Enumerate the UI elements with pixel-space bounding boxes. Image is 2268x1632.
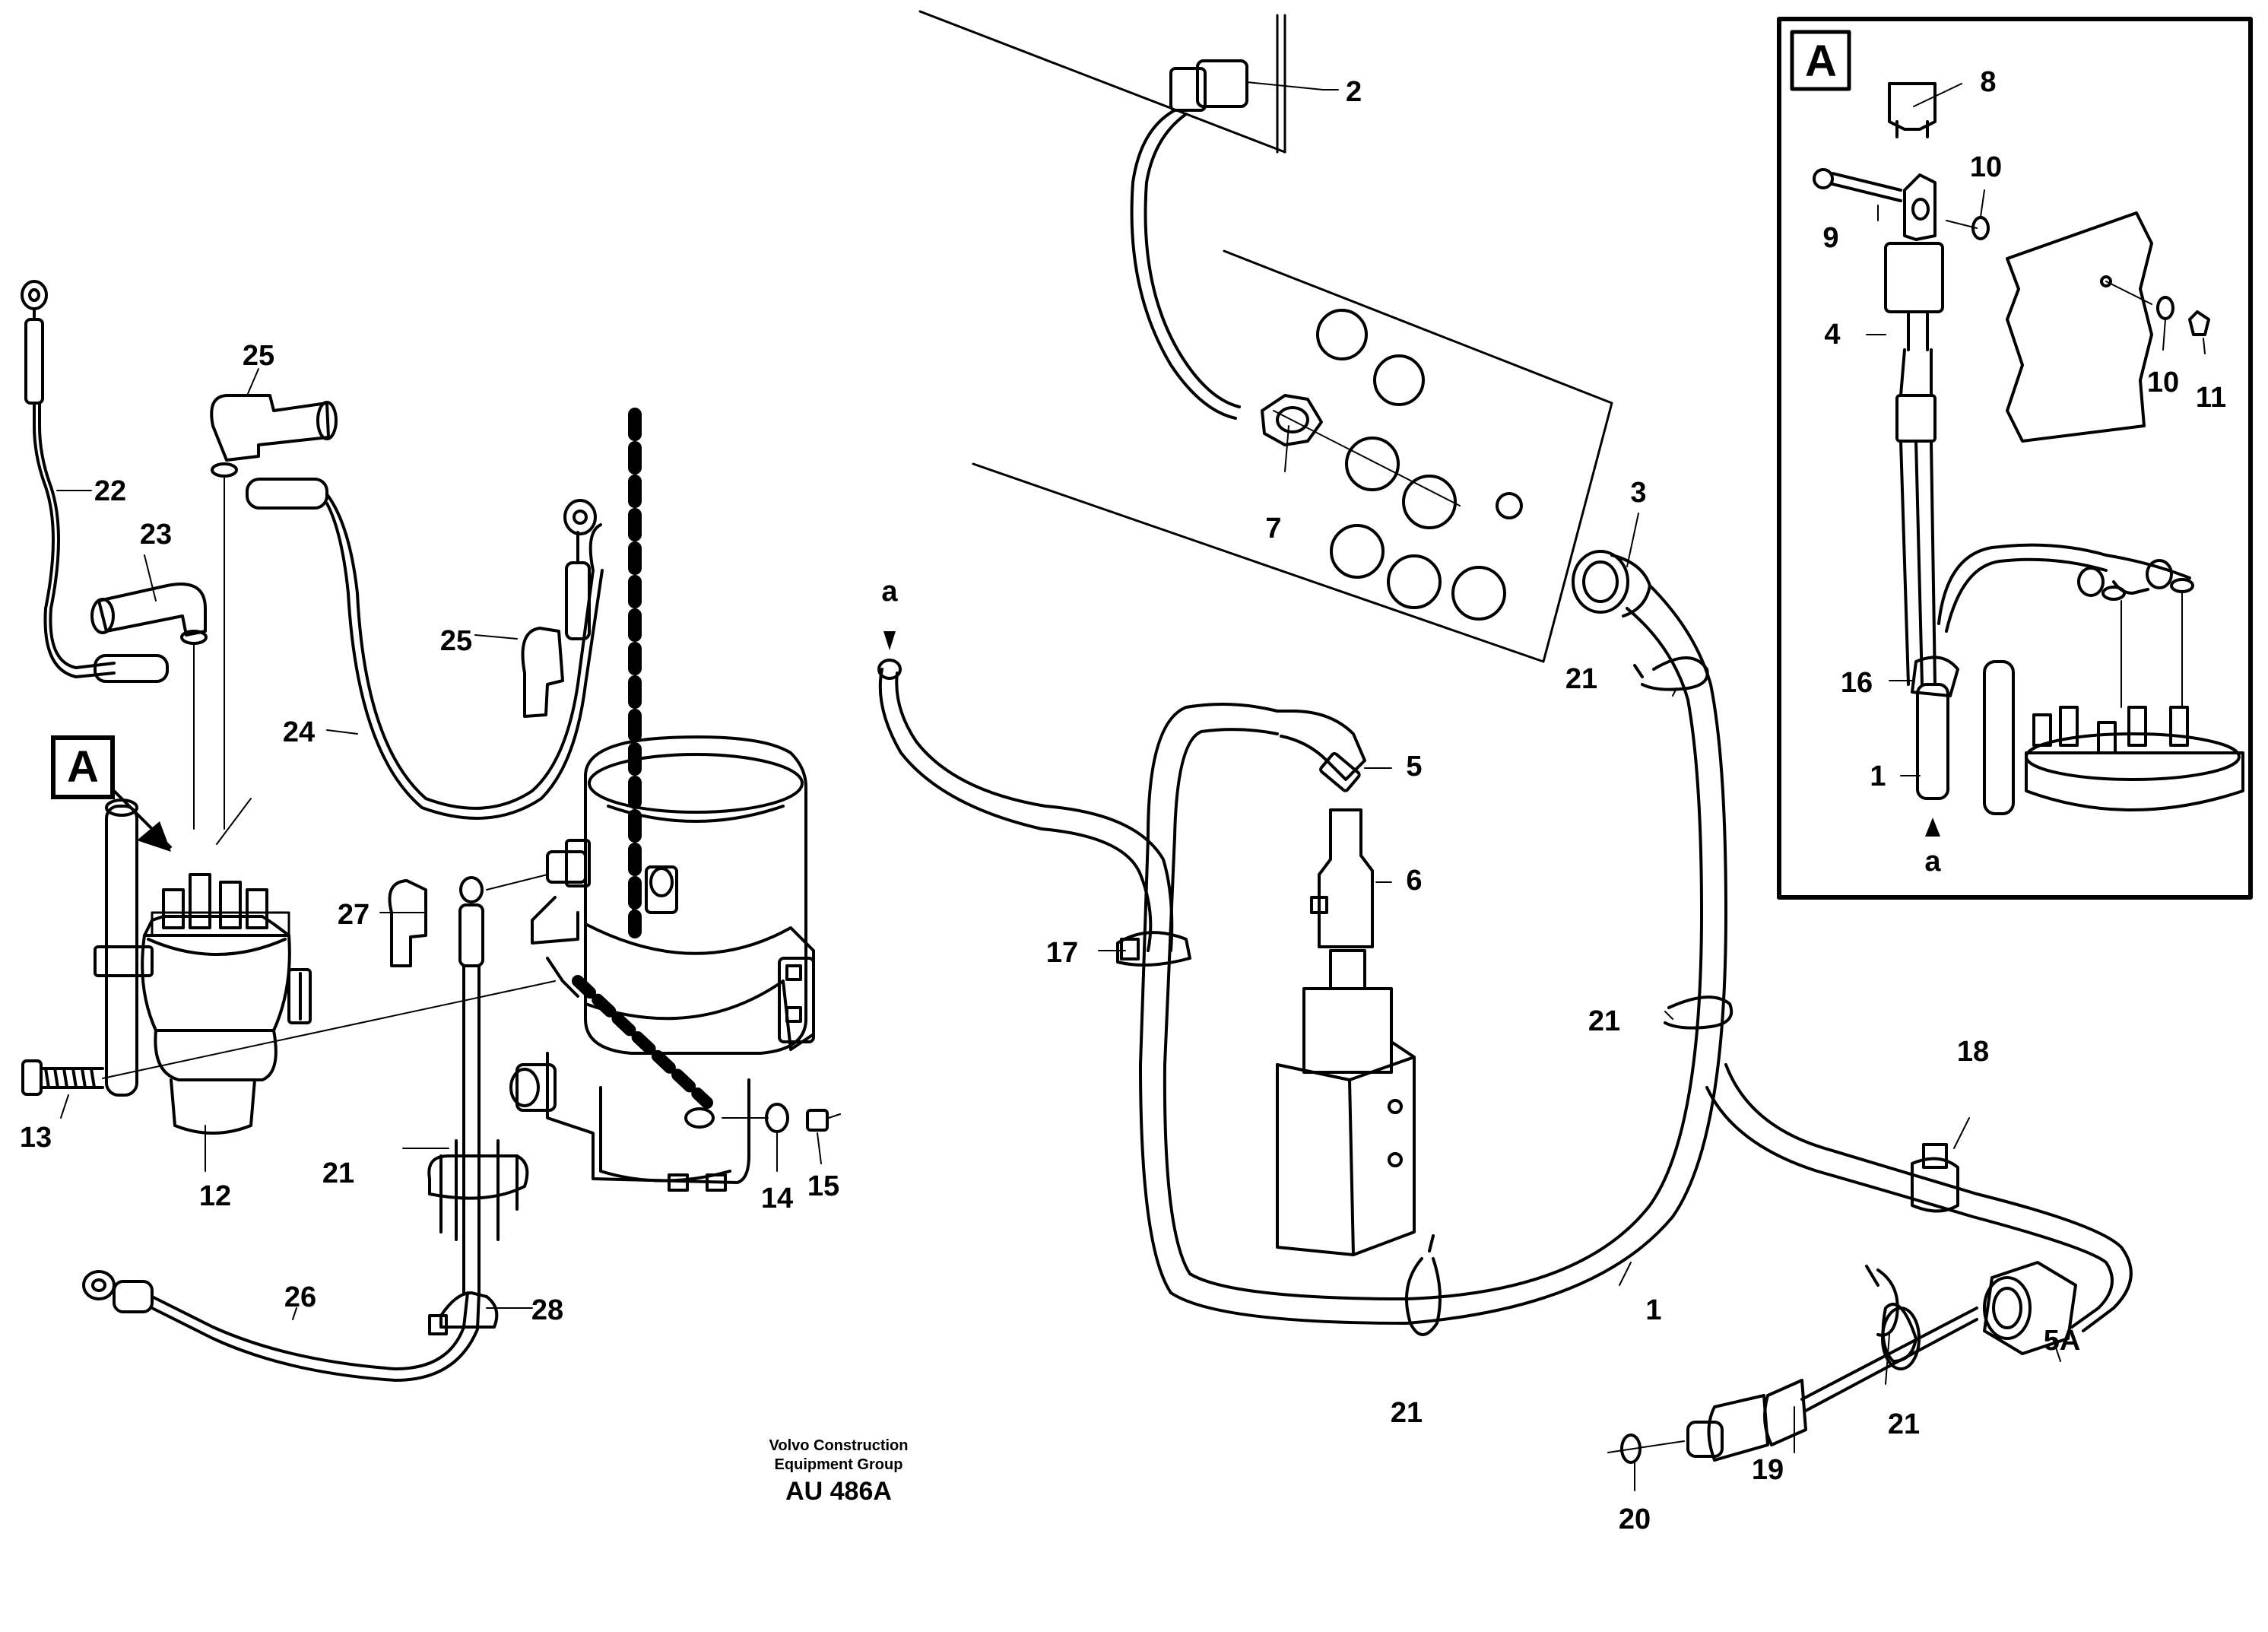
footer-line-1: Volvo Construction xyxy=(769,1437,909,1454)
connection-marker-main: a xyxy=(881,576,898,608)
connection-arrow-a-main xyxy=(883,631,896,650)
label-part-25-upper: 25 xyxy=(243,340,274,372)
label-part-23: 23 xyxy=(140,519,172,551)
connection-marker-detail: a xyxy=(1924,846,1941,878)
cab-panel xyxy=(918,10,1613,663)
label-part-21-mid: 21 xyxy=(1588,1005,1620,1037)
label-part-25-lower: 25 xyxy=(440,625,472,657)
label-part-1-main: 1 xyxy=(1645,1294,1661,1326)
label-part-14: 14 xyxy=(761,1183,793,1214)
label-part-21-plug: 21 xyxy=(1888,1408,1920,1440)
label-part-21-lower: 21 xyxy=(1391,1397,1423,1429)
label-part-27: 27 xyxy=(338,899,370,931)
label-part-22: 22 xyxy=(94,475,126,507)
fuel-heater-assembly xyxy=(21,280,604,1135)
figure-code: AU 486A xyxy=(785,1477,892,1506)
label-part-20: 20 xyxy=(1619,1503,1651,1535)
detail-view-a xyxy=(1777,17,2253,900)
ground-cable-assembly xyxy=(82,874,841,1382)
label-part-3: 3 xyxy=(1630,477,1646,509)
label-part-26: 26 xyxy=(284,1281,316,1313)
label-part-15: 15 xyxy=(807,1170,839,1202)
label-part-10-right: 10 xyxy=(2147,367,2179,398)
label-part-11: 11 xyxy=(2196,382,2226,414)
hatched-wall-edge xyxy=(628,408,642,938)
label-part-8: 8 xyxy=(1980,66,1996,98)
detail-marker-box: A xyxy=(1805,37,1837,86)
label-part-16: 16 xyxy=(1841,667,1873,699)
label-part-10-top: 10 xyxy=(1970,151,2002,183)
label-part-2: 2 xyxy=(1346,76,1362,108)
label-part-12: 12 xyxy=(199,1180,231,1212)
label-part-21-upper: 21 xyxy=(1565,663,1597,695)
label-part-5a: 5A xyxy=(2044,1325,2081,1357)
label-part-13: 13 xyxy=(20,1122,52,1154)
label-part-28: 28 xyxy=(531,1294,563,1326)
label-part-19: 19 xyxy=(1752,1454,1784,1486)
detail-marker-left: A xyxy=(67,742,99,792)
detail-pointer-arrow xyxy=(51,735,173,852)
main-cable-harness xyxy=(877,550,2133,1464)
leader-lines xyxy=(56,83,2206,1491)
connection-arrow-a-detail xyxy=(1925,818,1940,837)
label-part-17: 17 xyxy=(1046,937,1078,969)
label-part-21-left: 21 xyxy=(322,1157,354,1189)
label-part-7: 7 xyxy=(1265,513,1281,545)
cable-tie-group xyxy=(1405,656,1899,1337)
fuel-filter-housing xyxy=(509,735,815,1192)
label-part-5: 5 xyxy=(1406,751,1422,783)
label-part-24: 24 xyxy=(283,716,315,748)
label-part-1-detail: 1 xyxy=(1870,760,1886,792)
label-part-18: 18 xyxy=(1957,1036,1989,1068)
label-part-6: 6 xyxy=(1406,865,1422,897)
footer-line-2: Equipment Group xyxy=(775,1456,903,1473)
label-part-4: 4 xyxy=(1824,319,1840,351)
label-part-9: 9 xyxy=(1822,222,1838,254)
